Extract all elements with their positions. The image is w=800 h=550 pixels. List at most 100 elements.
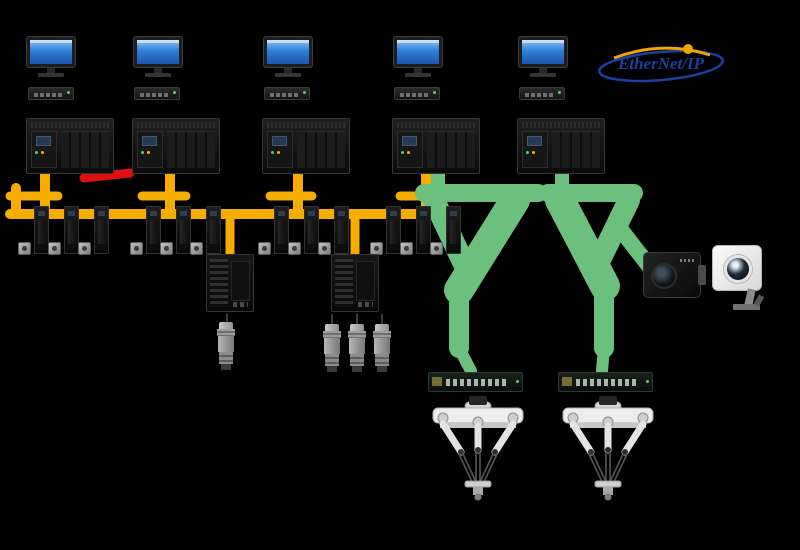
plc-cpu — [31, 131, 57, 168]
plc-cpu — [397, 131, 423, 168]
vision-camera — [371, 324, 393, 372]
front-panel — [231, 261, 250, 301]
hub-led — [433, 91, 436, 94]
plc-vents — [137, 122, 215, 128]
camera-mount — [327, 366, 337, 372]
vision-camera — [346, 324, 368, 372]
monitor-base — [405, 73, 431, 77]
smart-camera-mount — [698, 265, 706, 285]
camera-cap — [350, 324, 364, 331]
monitor-frame — [518, 36, 568, 68]
camera-ring — [348, 331, 366, 338]
plc-cpu — [267, 131, 293, 168]
plc-io-units — [61, 131, 109, 168]
hub-ports — [525, 93, 555, 97]
plc-vents — [267, 122, 345, 128]
plc-controller — [26, 118, 114, 174]
camera-lens — [325, 354, 339, 366]
camera-lens — [375, 354, 389, 366]
plc-display — [527, 136, 542, 146]
monitor-stand — [47, 68, 55, 73]
plc-cpu — [522, 131, 548, 168]
ethernet-hub — [134, 87, 180, 100]
plc-controller — [517, 118, 605, 174]
servo-drive — [206, 206, 221, 254]
servo-drive — [334, 206, 349, 254]
servo-drive — [416, 206, 431, 254]
hmi-monitor — [26, 36, 76, 80]
servo-drive — [304, 206, 319, 254]
servo-drive — [64, 206, 79, 254]
smart-camera — [643, 252, 706, 298]
delta-robot — [432, 396, 524, 501]
switch-label — [432, 377, 442, 386]
servo-drive — [446, 206, 461, 254]
switch-led — [516, 380, 519, 383]
monitor-frame — [393, 36, 443, 68]
red-network-link — [79, 168, 135, 183]
connectors — [358, 302, 373, 307]
sensor-connector — [753, 294, 765, 307]
plc-display — [272, 136, 287, 146]
hmi-monitor — [133, 36, 183, 80]
monitor-screen — [30, 40, 72, 64]
servo-cluster — [370, 206, 464, 268]
servo-motor — [130, 242, 143, 255]
plc-vents — [31, 122, 109, 128]
sensor-bracket-foot — [733, 304, 760, 310]
hub-ports — [34, 93, 64, 97]
ethernet-hub — [28, 87, 74, 100]
camera-ring — [323, 331, 341, 338]
camera-body — [374, 338, 390, 354]
sensor-lens — [724, 255, 752, 283]
monitor-stand — [284, 68, 292, 73]
hub-led — [303, 91, 306, 94]
servo-drive — [274, 206, 289, 254]
camera-ring — [373, 331, 391, 338]
vision-camera — [321, 324, 343, 372]
camera-ring — [217, 329, 235, 336]
monitor-frame — [263, 36, 313, 68]
camera-cap — [375, 324, 389, 331]
monitor-base — [145, 73, 171, 77]
servo-drive — [386, 206, 401, 254]
monitor-base — [38, 73, 64, 77]
monitor-frame — [133, 36, 183, 68]
servo-motor — [258, 242, 271, 255]
vision-controller — [206, 254, 254, 312]
monitor-screen — [522, 40, 564, 64]
monitor-base — [275, 73, 301, 77]
ethernet-hub — [519, 87, 565, 100]
plc-display — [36, 136, 51, 146]
ethernet-switch — [558, 372, 653, 392]
ethernetip-network — [415, 168, 657, 377]
plc-display — [142, 136, 157, 146]
heatsink-fins — [335, 259, 353, 307]
servo-cluster — [18, 206, 112, 268]
vision-camera — [215, 322, 237, 370]
delta-robot — [562, 396, 654, 501]
plc-controller — [392, 118, 480, 174]
camera-body — [218, 336, 234, 352]
smart-camera-leds — [680, 259, 694, 262]
switch-ports — [576, 379, 638, 386]
servo-drive — [94, 206, 109, 254]
hub-led — [173, 91, 176, 94]
monitor-stand — [154, 68, 162, 73]
monitor-screen — [137, 40, 179, 64]
plc-io-units — [167, 131, 215, 168]
hmi-monitor — [518, 36, 568, 80]
logo-text: EtherNet/IP — [618, 54, 704, 73]
plc-cpu — [137, 131, 163, 168]
plc-vents — [397, 122, 475, 128]
servo-motor — [430, 242, 443, 255]
switch-label — [562, 377, 572, 386]
heatsink-fins — [210, 259, 228, 307]
connectors — [233, 302, 248, 307]
plc-controller — [132, 118, 220, 174]
servo-drive — [146, 206, 161, 254]
compact-vision-sensor — [712, 245, 767, 317]
camera-lens — [219, 352, 233, 364]
plc-io-units — [297, 131, 345, 168]
